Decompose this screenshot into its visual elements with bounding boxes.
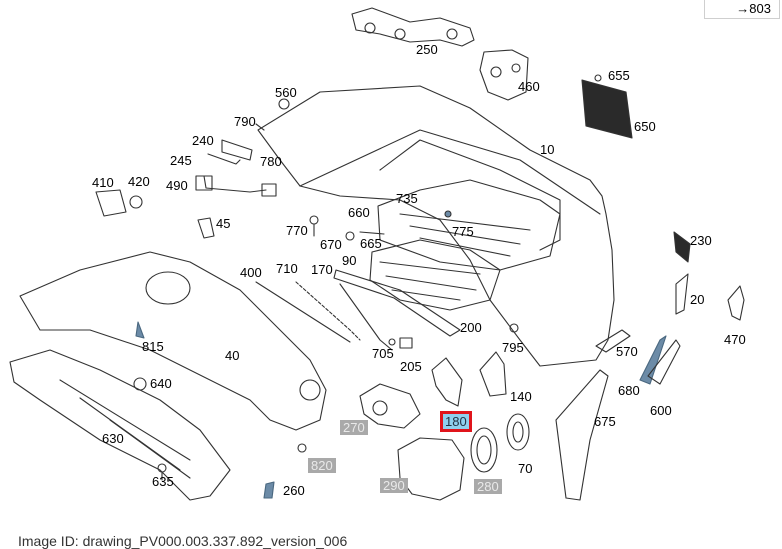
part-label-570[interactable]: 570	[616, 344, 638, 359]
part-label-650[interactable]: 650	[634, 119, 656, 134]
ring-70-drawing	[506, 413, 530, 451]
part-label-460[interactable]: 460	[518, 79, 540, 94]
carrier-735-drawing	[377, 179, 561, 271]
cover-675-drawing	[555, 369, 609, 501]
part-label-260[interactable]: 260	[283, 483, 305, 498]
nav-link-803[interactable]: →803	[704, 0, 780, 19]
part-label-400[interactable]: 400	[240, 265, 262, 280]
trim-680-drawing	[639, 335, 667, 385]
image-caption: Image ID: drawing_PV000.003.337.892_vers…	[18, 533, 348, 549]
part-label-795[interactable]: 795	[502, 340, 524, 355]
part-label-780[interactable]: 780	[260, 154, 282, 169]
part-label-775[interactable]: 775	[452, 224, 474, 239]
part-label-20[interactable]: 20	[690, 292, 705, 307]
part-label-560[interactable]: 560	[275, 85, 297, 100]
bracket-460-drawing	[479, 49, 529, 101]
part-label-680[interactable]: 680	[618, 383, 640, 398]
part-label-770[interactable]: 770	[286, 223, 308, 238]
part-label-790[interactable]: 790	[234, 114, 256, 129]
part-label-470[interactable]: 470	[724, 332, 746, 347]
reflector-180-drawing	[431, 357, 463, 407]
part-label-490[interactable]: 490	[166, 178, 188, 193]
part-label-635[interactable]: 635	[152, 474, 174, 489]
part-label-815[interactable]: 815	[142, 339, 164, 354]
part-label-180[interactable]: 180	[440, 411, 472, 432]
part-label-280[interactable]: 280	[474, 479, 502, 494]
arrow-icon: →	[736, 1, 750, 16]
part-label-90[interactable]: 90	[342, 253, 357, 268]
part-label-290[interactable]: 290	[380, 478, 408, 493]
grille-650-drawing	[581, 79, 633, 139]
part-label-655[interactable]: 655	[608, 68, 630, 83]
part-label-410[interactable]: 410	[92, 175, 114, 190]
bracket-250-drawing	[351, 7, 475, 47]
part-label-200[interactable]: 200	[460, 320, 482, 335]
part-label-665[interactable]: 665	[360, 236, 382, 251]
part-label-10[interactable]: 10	[540, 142, 555, 157]
part-label-40[interactable]: 40	[225, 348, 240, 363]
part-label-270[interactable]: 270	[340, 420, 368, 435]
nav-link-label: 803	[749, 1, 771, 16]
lower-panel-40-drawing	[19, 251, 327, 431]
part-label-170[interactable]: 170	[311, 262, 333, 277]
part-label-640[interactable]: 640	[150, 376, 172, 391]
bracket-230-drawing	[673, 231, 691, 263]
ring-280-drawing	[470, 427, 498, 473]
part-label-45[interactable]: 45	[216, 216, 231, 231]
part-label-230[interactable]: 230	[690, 233, 712, 248]
part-label-250[interactable]: 250	[416, 42, 438, 57]
part-label-705[interactable]: 705	[372, 346, 394, 361]
bracket-470-drawing	[727, 285, 745, 321]
part-label-820[interactable]: 820	[308, 458, 336, 473]
part-label-205[interactable]: 205	[400, 359, 422, 374]
part-label-735[interactable]: 735	[396, 191, 418, 206]
insert-570-drawing	[595, 329, 631, 353]
part-label-600[interactable]: 600	[650, 403, 672, 418]
part-label-660[interactable]: 660	[348, 205, 370, 220]
diffuser-630-drawing	[9, 349, 231, 501]
part-label-245[interactable]: 245	[170, 153, 192, 168]
bracket-140-drawing	[479, 351, 507, 397]
part-label-70[interactable]: 70	[518, 461, 533, 476]
part-label-420[interactable]: 420	[128, 174, 150, 189]
strip-20-drawing	[675, 273, 689, 315]
part-label-675[interactable]: 675	[594, 414, 616, 429]
housing-290-drawing	[397, 437, 465, 501]
part-label-140[interactable]: 140	[510, 389, 532, 404]
strip-90-drawing	[333, 269, 461, 337]
part-label-670[interactable]: 670	[320, 237, 342, 252]
bumper-cover-10-drawing	[257, 85, 615, 367]
sensor-270-drawing	[359, 383, 421, 429]
part-label-240[interactable]: 240	[192, 133, 214, 148]
absorber-200-drawing	[369, 239, 501, 311]
part-label-630[interactable]: 630	[102, 431, 124, 446]
part-label-710[interactable]: 710	[276, 261, 298, 276]
strip-600-drawing	[647, 339, 681, 385]
